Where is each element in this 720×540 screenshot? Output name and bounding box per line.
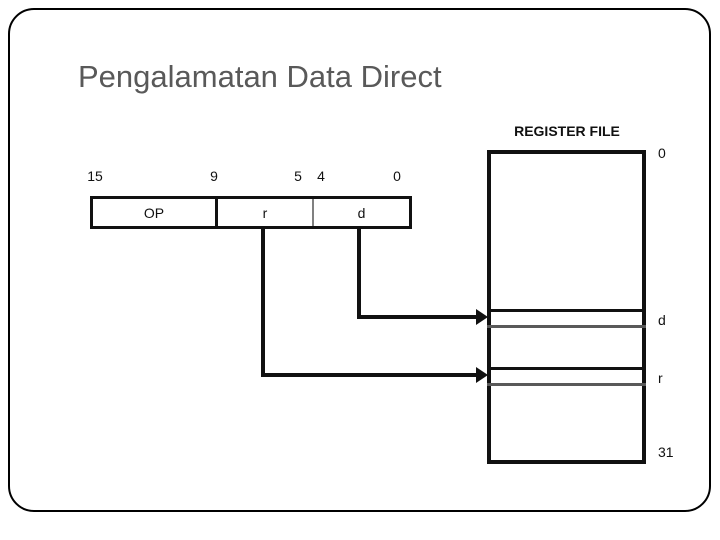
bit-label-15: 15 <box>87 168 103 184</box>
instruction-field-d: d <box>312 199 409 226</box>
register-file-title: REGISTER FILE <box>514 123 620 139</box>
register-index-bottom: 31 <box>658 444 674 460</box>
connector-r-horizontal <box>261 373 485 377</box>
bit-label-4: 4 <box>317 168 325 184</box>
register-row-label-r: r <box>658 370 663 386</box>
arrow-head-d-icon <box>476 309 488 325</box>
instruction-word-box: OP r d <box>90 196 412 229</box>
register-row-label-d: d <box>658 312 666 328</box>
slide-border-frame <box>8 8 711 512</box>
instruction-field-op: OP <box>143 204 165 221</box>
bit-label-9: 9 <box>210 168 218 184</box>
register-row-d-top-line <box>487 309 646 312</box>
register-file-box <box>487 150 646 464</box>
register-row-d-bottom-line <box>487 325 646 328</box>
instruction-field-r: r <box>215 199 312 226</box>
connector-r-vertical <box>261 229 265 377</box>
bit-label-5: 5 <box>294 168 302 184</box>
bit-label-0: 0 <box>393 168 401 184</box>
arrow-head-r-icon <box>476 367 488 383</box>
register-row-r-bottom-line <box>487 383 646 386</box>
page-title: Pengalamatan Data Direct <box>78 59 442 94</box>
connector-d-vertical <box>357 229 361 319</box>
connector-d-horizontal <box>357 315 485 319</box>
register-index-top: 0 <box>658 145 666 161</box>
register-row-r-top-line <box>487 367 646 370</box>
